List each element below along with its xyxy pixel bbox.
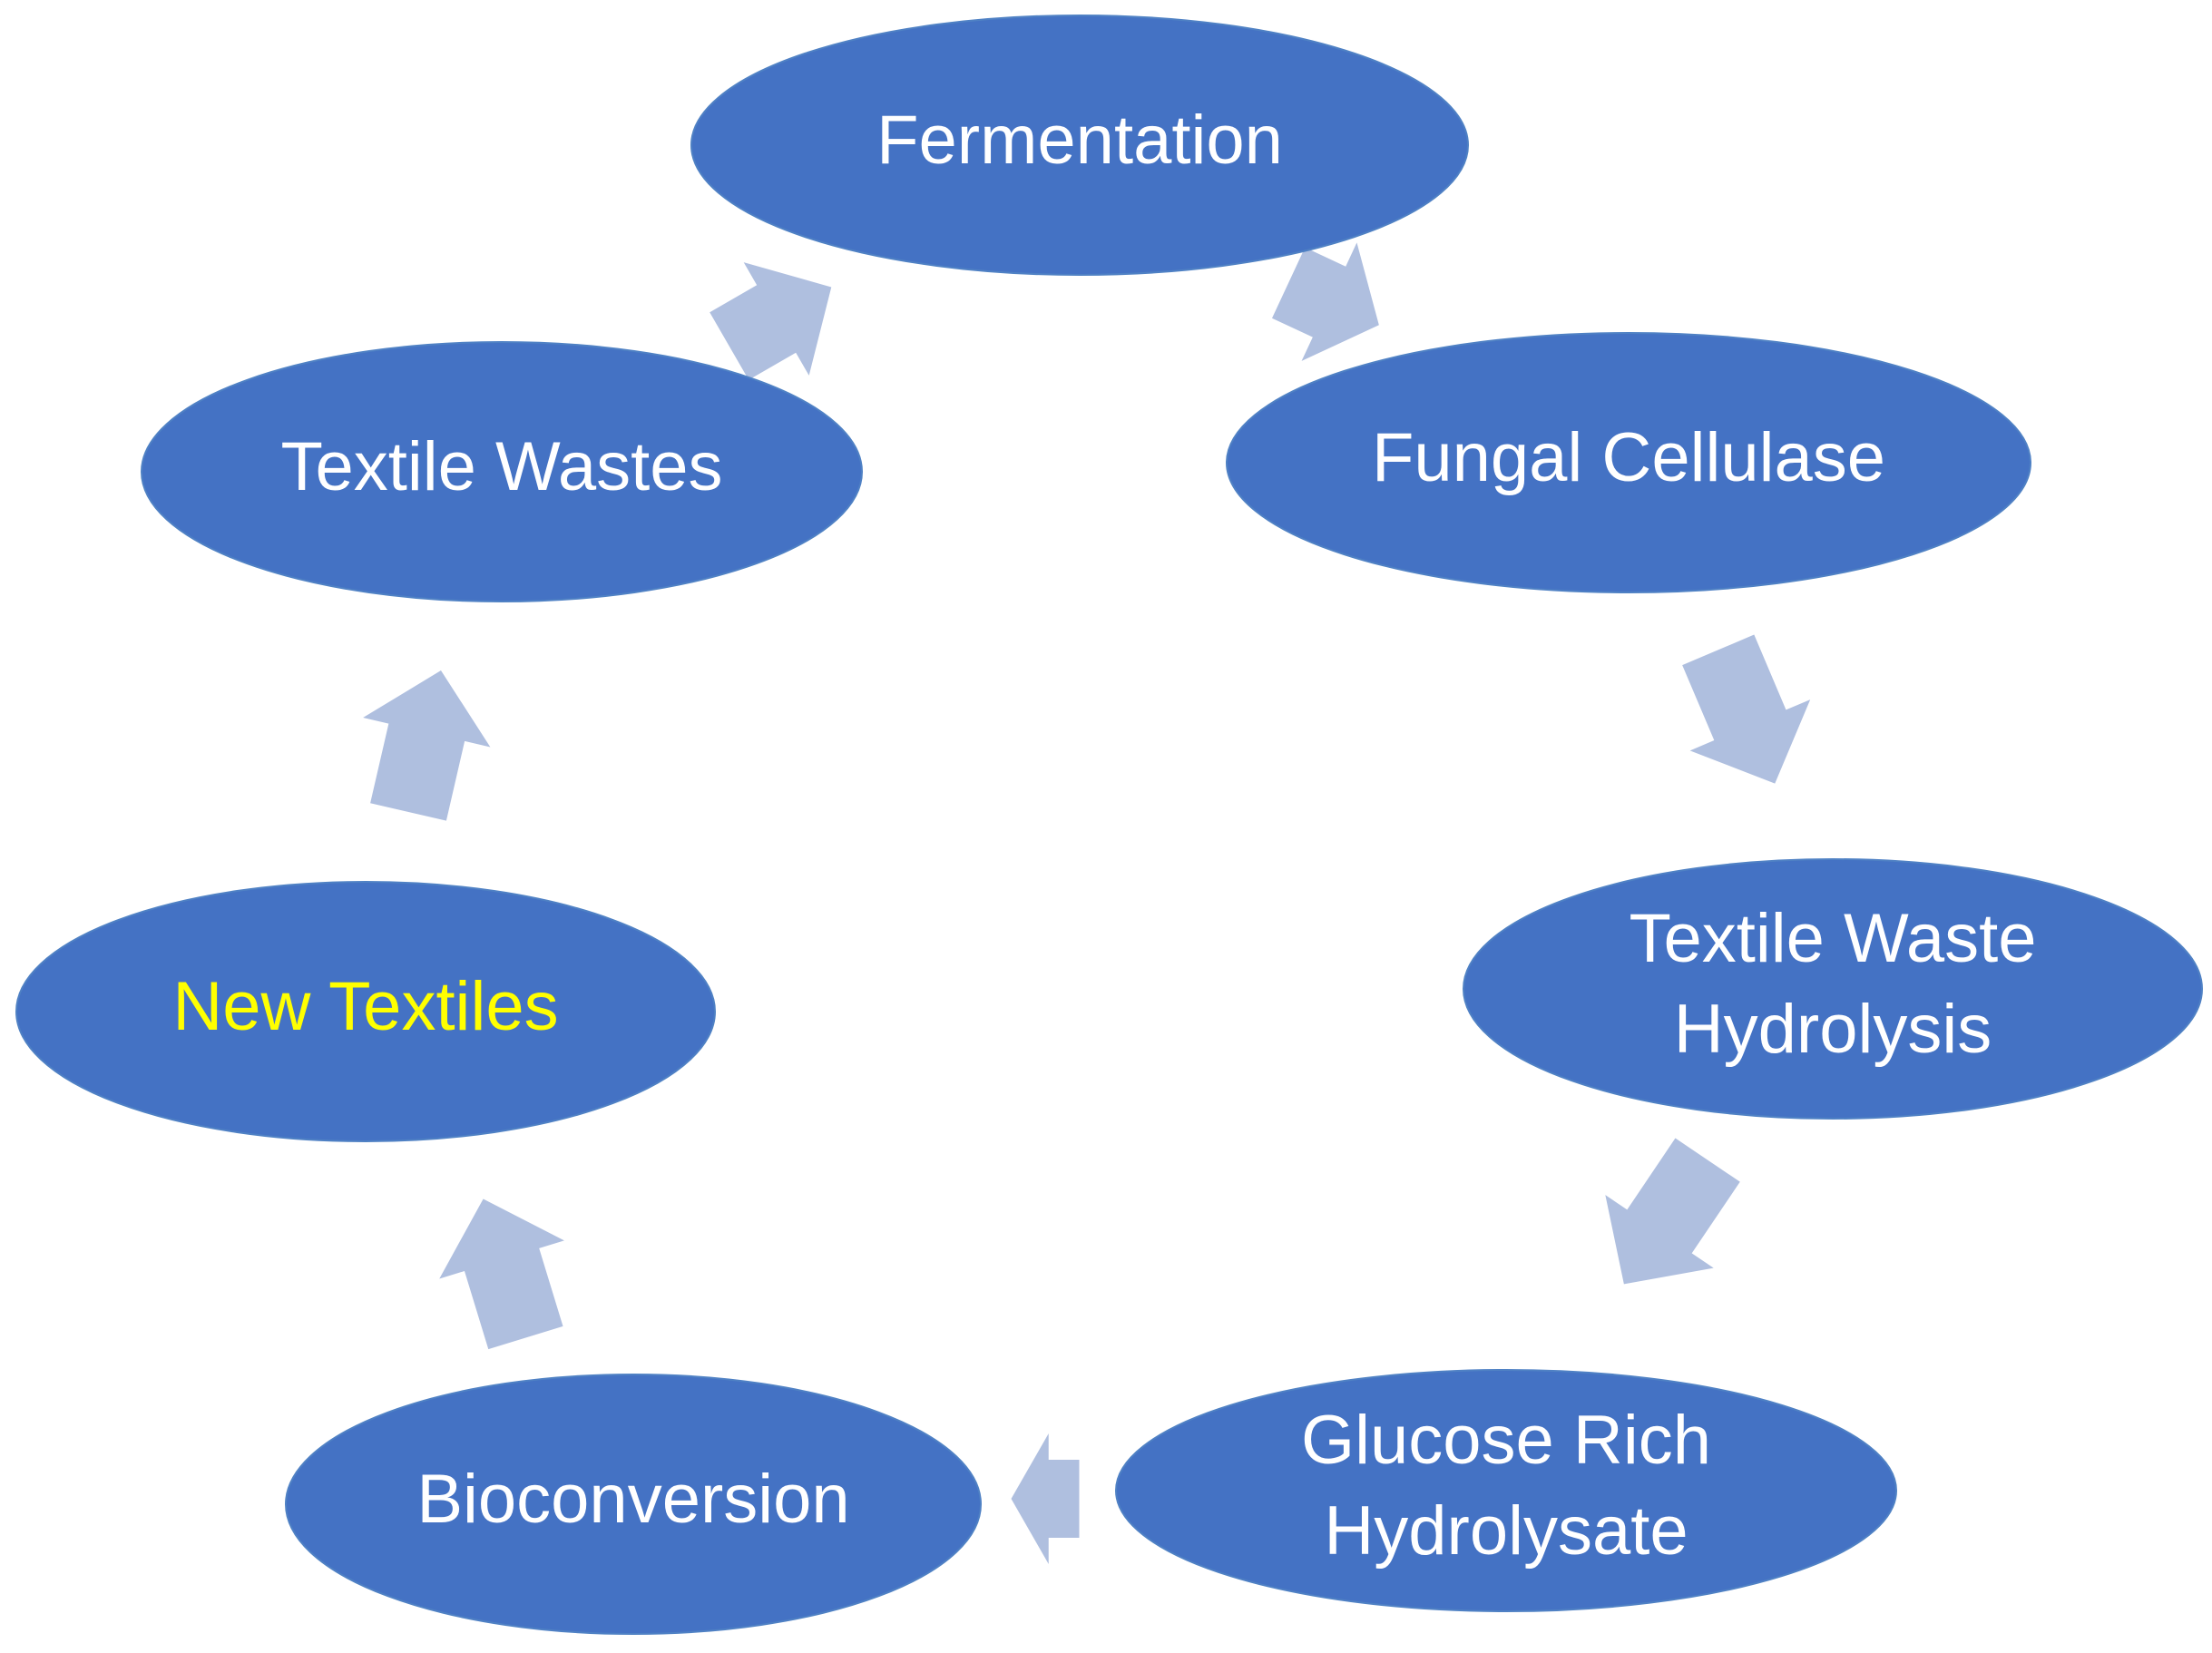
node-ellipse-bioconversion	[285, 1374, 982, 1635]
arrow-fungal-cellulase-to-textile-waste-hydrolysis	[1682, 634, 1811, 784]
node-ellipse-glucose-rich-hydrolysate	[1115, 1369, 1897, 1612]
node-ellipse-new-textiles	[15, 881, 716, 1142]
node-label-bioconversion-line-1: Bioconversion	[416, 1461, 849, 1538]
arrow-fermentation-to-fungal-cellulase	[1271, 242, 1379, 361]
arrow-textile-waste-hydrolysis-to-glucose-rich-hydrolysate	[1605, 1138, 1740, 1285]
node-bioconversion: Bioconversion	[285, 1374, 982, 1635]
node-label-textile-waste-hydrolysis-line-1: Textile Waste	[1629, 900, 2036, 977]
arrow-bioconversion-to-new-textiles	[439, 1198, 564, 1350]
arrows-layer	[363, 242, 1811, 1564]
node-label-new-textiles-line-1: New Textiles	[172, 968, 558, 1045]
node-label-textile-wastes-line-1: Textile Wastes	[280, 428, 722, 505]
node-fungal-cellulase: Fungal Cellulase	[1226, 332, 2031, 593]
node-label-glucose-rich-hydrolysate-line-2: Hydrolysate	[1324, 1492, 1688, 1570]
node-label-fungal-cellulase-line-1: Fungal Cellulase	[1372, 419, 1885, 496]
node-label-glucose-rich-hydrolysate-line-1: Glucose Rich	[1301, 1402, 1711, 1479]
node-label-fermentation-line-1: Fermentation	[876, 102, 1283, 179]
node-label-textile-waste-hydrolysis-line-2: Hydrolysis	[1674, 991, 1992, 1068]
node-fermentation: Fermentation	[690, 15, 1469, 276]
node-ellipse-fungal-cellulase	[1226, 332, 2031, 593]
node-new-textiles: New Textiles	[15, 881, 716, 1142]
arrow-textile-wastes-to-fermentation	[710, 262, 832, 380]
arrow-glucose-rich-hydrolysate-to-bioconversion	[1011, 1433, 1080, 1564]
node-ellipse-fermentation	[690, 15, 1469, 276]
node-ellipse-textile-waste-hydrolysis	[1463, 858, 2203, 1120]
node-ellipse-textile-wastes	[141, 341, 863, 602]
node-textile-wastes: Textile Wastes	[141, 341, 863, 602]
arrow-new-textiles-to-textile-wastes	[363, 670, 491, 821]
